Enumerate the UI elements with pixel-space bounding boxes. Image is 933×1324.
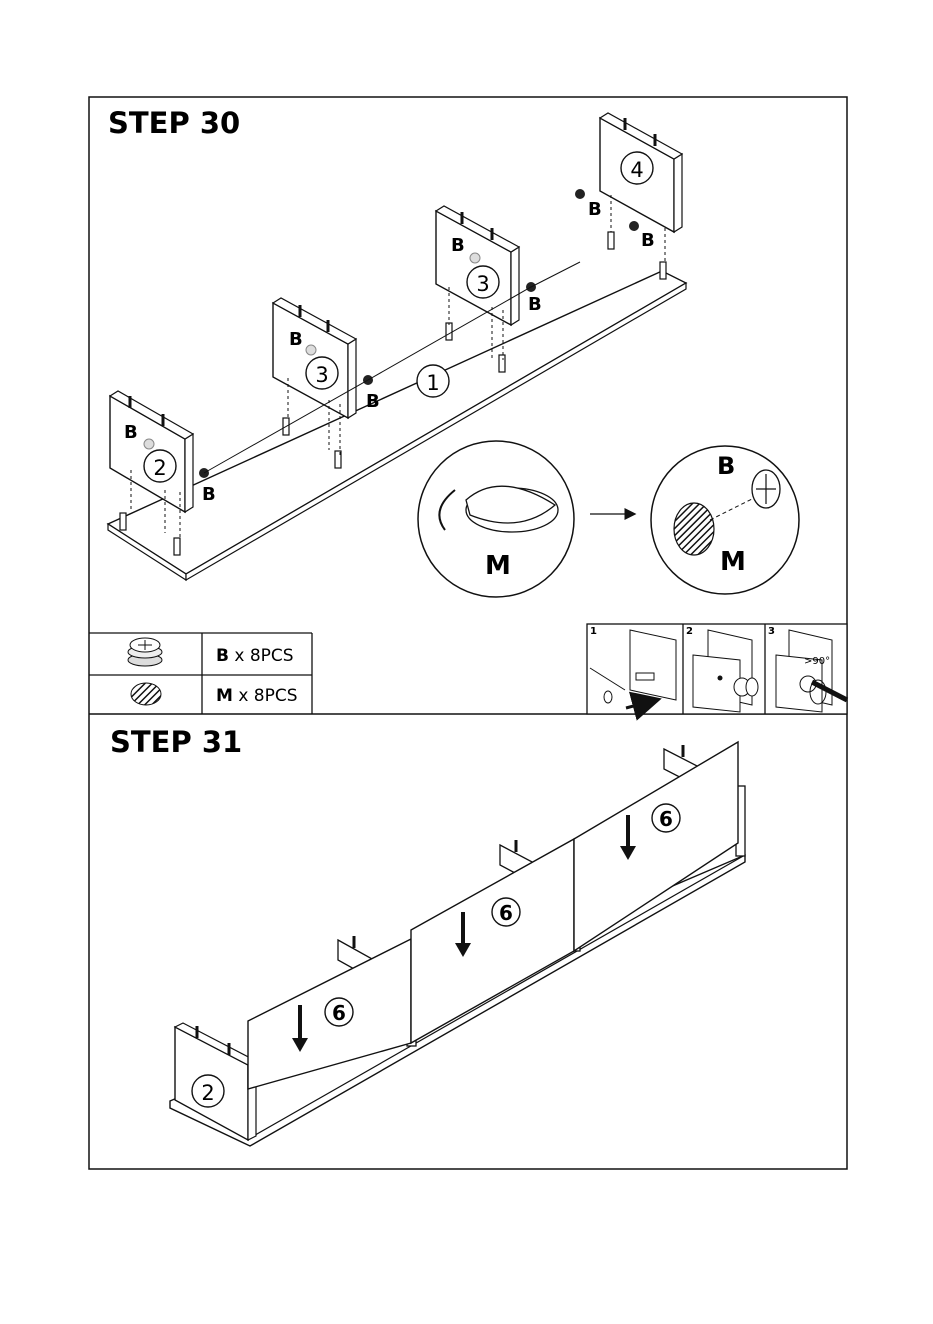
letter-b: B	[451, 235, 465, 256]
cap-sticker-icon	[131, 683, 161, 705]
sticker-peel-detail: M	[418, 441, 574, 597]
hardware-legend: B x 8PCS M x 8PCS	[89, 633, 312, 714]
legend-letter-b: B	[216, 646, 229, 666]
inset-step-number: 1	[590, 626, 597, 637]
part-number-2: 2	[201, 1081, 214, 1105]
back-panel-2: 6	[411, 839, 574, 1043]
left-side-panel-step31: 2	[175, 1023, 256, 1140]
cam-lock-steps: 1 2 3 >90°	[587, 624, 847, 714]
letter-b: B	[289, 329, 303, 350]
letter-b: B	[202, 484, 216, 505]
step-31-title: STEP 31	[110, 725, 242, 759]
part-number-3: 3	[476, 272, 489, 296]
part-number-4: 4	[630, 158, 643, 182]
angle-label: >90°	[804, 656, 830, 667]
legend-qty-m: x 8PCS	[233, 686, 298, 706]
letter-b: B	[528, 294, 542, 315]
cap-sticker-icon	[674, 503, 714, 555]
part-number-3: 3	[315, 363, 328, 387]
step-30-section: STEP 30 1 2 B	[89, 106, 847, 714]
inset-step-number: 2	[686, 626, 693, 637]
letter-b: B	[717, 452, 735, 480]
legend-row-b: B x 8PCS	[216, 646, 294, 666]
legend-row-m: M x 8PCS	[216, 686, 298, 706]
legend-qty-b: x 8PCS	[229, 646, 294, 666]
letter-m: M	[485, 551, 511, 581]
cap-cover-detail: B M	[651, 446, 799, 594]
letter-m: M	[720, 547, 746, 577]
letter-b: B	[641, 230, 655, 251]
legend-letter-m: M	[216, 686, 233, 706]
back-panel-3: 6	[574, 742, 738, 951]
letter-b: B	[588, 199, 602, 220]
back-panel-number: 6	[659, 807, 673, 831]
inset-step-number: 3	[768, 626, 775, 637]
letter-b: B	[366, 391, 380, 412]
part-number-1: 1	[426, 371, 439, 395]
back-panel-number: 6	[332, 1001, 346, 1025]
cam-lock-icon	[128, 638, 162, 666]
step-31-section: STEP 31 2	[110, 725, 745, 1146]
right-end-panel: 4 B B	[575, 113, 682, 262]
letter-b: B	[124, 422, 138, 443]
back-panel-number: 6	[499, 901, 513, 925]
step-30-title: STEP 30	[108, 106, 240, 140]
part-number-2: 2	[153, 456, 166, 480]
base-panel: 1	[108, 271, 686, 580]
